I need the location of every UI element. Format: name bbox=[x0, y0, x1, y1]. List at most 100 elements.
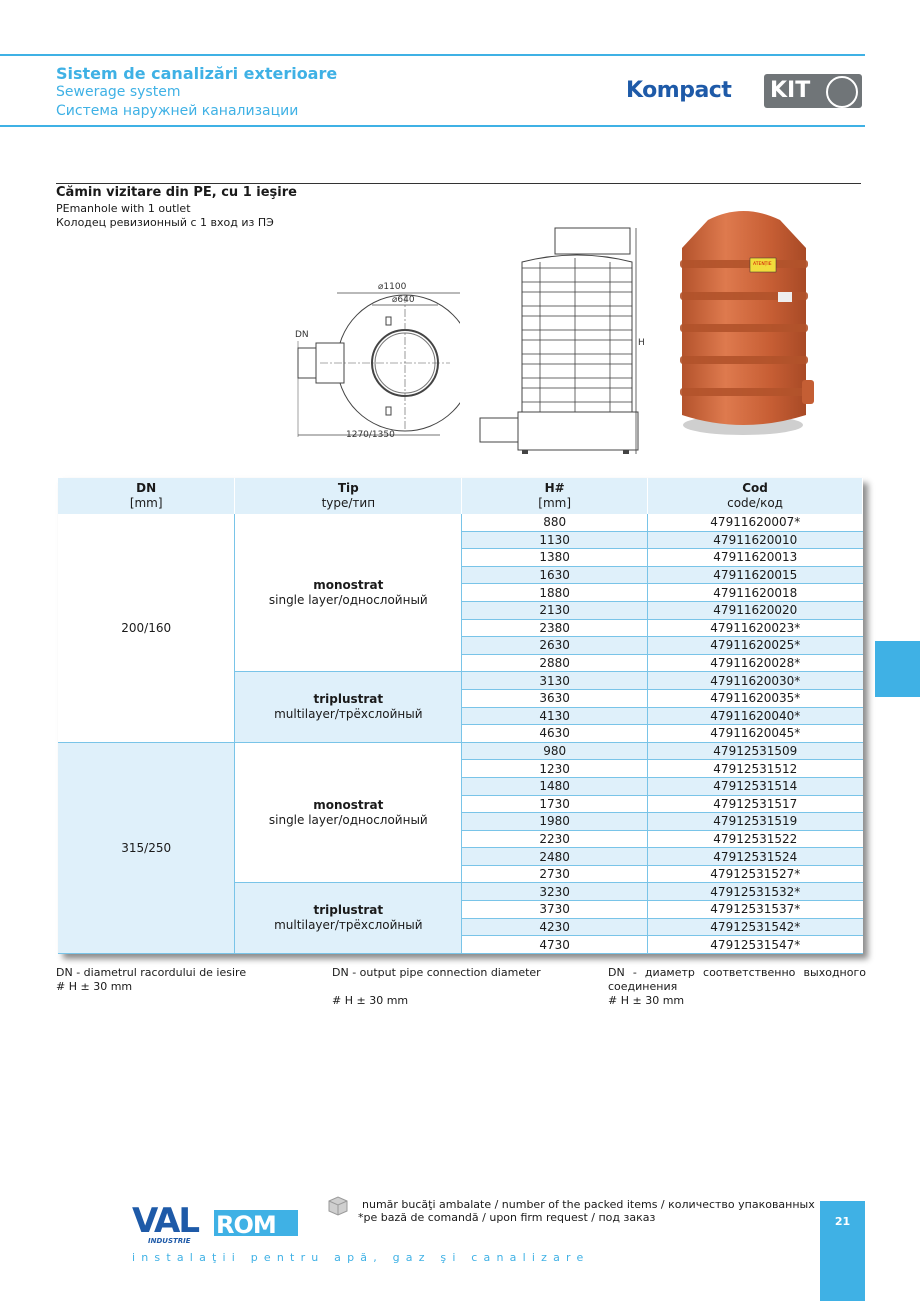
code-cell: 47912531542* bbox=[647, 918, 863, 937]
width-dimension-label: 1270/1350 bbox=[346, 430, 395, 440]
code-cell: 47912531517 bbox=[647, 795, 863, 814]
code-cell: 47911620030* bbox=[647, 671, 863, 690]
outlet-pipe bbox=[297, 347, 317, 379]
height-cell: 2480 bbox=[461, 847, 649, 866]
height-cell: 980 bbox=[461, 742, 649, 761]
section-title-ro: Cămin vizitare din PE, cu 1 ieşire bbox=[56, 185, 297, 200]
height-cell: 4130 bbox=[461, 707, 649, 726]
notes-ro: DN - diametrul racordului de iesire # H … bbox=[56, 966, 316, 994]
note-en-dn: DN - output pipe connection diameter bbox=[332, 966, 541, 979]
valrom-logo-val: VAL bbox=[132, 1201, 199, 1241]
code-cell: 47911620045* bbox=[647, 724, 863, 743]
code-cell: 47911620025* bbox=[647, 636, 863, 655]
header-top-rule bbox=[0, 54, 865, 56]
height-cell: 3230 bbox=[461, 882, 649, 902]
kit-logo-box: KIT bbox=[764, 74, 862, 108]
height-cell: 1980 bbox=[461, 812, 649, 831]
col-header-dn-unit: [mm] bbox=[129, 496, 163, 510]
top-view-drawing: ⌀1100 ⌀640 DN 1270/1350 bbox=[295, 282, 460, 440]
code-cell: 47912531514 bbox=[647, 777, 863, 796]
note-en-h: # H ± 30 mm bbox=[332, 994, 409, 1007]
side-view-drawing: H bbox=[479, 227, 645, 454]
type-sub: single layer/однослойный bbox=[268, 812, 428, 827]
height-cell: 4630 bbox=[461, 724, 649, 743]
header-title-ro: Sistem de canalizări exterioare bbox=[56, 64, 338, 83]
warning-sticker bbox=[749, 257, 777, 273]
height-cell: 2380 bbox=[461, 619, 649, 638]
code-cell: 47912531537* bbox=[647, 900, 863, 919]
footer-request-note: *pe bază de comandă / upon firm request … bbox=[358, 1211, 656, 1224]
outer-diameter-label: ⌀1100 bbox=[378, 282, 407, 292]
section-rule bbox=[56, 183, 861, 184]
code-cell: 47911620035* bbox=[647, 689, 863, 708]
kit-logo-word: KIT bbox=[770, 78, 811, 103]
height-cell: 3130 bbox=[461, 671, 649, 690]
page-number: 21 bbox=[834, 1215, 851, 1228]
code-cell: 47912531519 bbox=[647, 812, 863, 831]
type-sub: multilayer/трёхслойный bbox=[274, 707, 423, 722]
type-sub: single layer/однослойный bbox=[268, 592, 428, 607]
package-box-icon bbox=[328, 1196, 348, 1216]
warning-sticker-label: ATENȚIE bbox=[753, 261, 772, 267]
header-bottom-rule bbox=[0, 125, 865, 127]
col-header-tip-label: Tip bbox=[337, 481, 359, 495]
col-header-cod-label: Cod bbox=[742, 481, 768, 495]
height-cell: 1130 bbox=[461, 531, 649, 550]
note-ru-h: # H ± 30 mm bbox=[608, 994, 685, 1007]
col-header-tip-sub: type/тип bbox=[321, 496, 376, 510]
note-ro-dn: DN - diametrul racordului de iesire bbox=[56, 966, 247, 979]
height-cell: 1880 bbox=[461, 583, 649, 602]
chapter-side-tab bbox=[875, 641, 920, 697]
col-header-cod-sub: code/код bbox=[727, 496, 783, 510]
kompact-kit-logo: Kompact KIT bbox=[626, 72, 866, 114]
type-name: triplustrat bbox=[313, 692, 384, 707]
code-cell: 47911620040* bbox=[647, 707, 863, 726]
manhole-product-image: ATENȚIE bbox=[680, 211, 814, 435]
code-cell: 47912531532* bbox=[647, 882, 863, 902]
code-cell: 47911620020 bbox=[647, 601, 863, 620]
notes-en: DN - output pipe connection diameter # H… bbox=[332, 966, 592, 1008]
col-header-h-label: H# bbox=[544, 481, 565, 495]
code-cell: 47911620015 bbox=[647, 566, 863, 585]
footer-slogan: instalaţii pentru apă, gaz şi canalizare bbox=[132, 1251, 590, 1264]
kit-logo-circle-icon bbox=[826, 76, 858, 108]
height-cell: 3630 bbox=[461, 689, 649, 708]
valrom-logo-rom: ROM bbox=[216, 1211, 276, 1239]
type-name: monostrat bbox=[313, 797, 384, 812]
height-cell: 4730 bbox=[461, 935, 649, 954]
valrom-logo-industrie: INDUSTRIE bbox=[148, 1237, 191, 1245]
height-cell: 1230 bbox=[461, 759, 649, 778]
height-cell: 3730 bbox=[461, 900, 649, 919]
type-name: triplustrat bbox=[313, 903, 384, 918]
height-cell: 2880 bbox=[461, 654, 649, 673]
section-title-en: PEmanhole with 1 outlet bbox=[56, 202, 191, 215]
height-cell: 1380 bbox=[461, 548, 649, 567]
inner-diameter-label: ⌀640 bbox=[392, 295, 415, 305]
col-header-dn: DN[mm] bbox=[58, 478, 236, 514]
kompact-logo-word: Kompact bbox=[626, 78, 732, 103]
